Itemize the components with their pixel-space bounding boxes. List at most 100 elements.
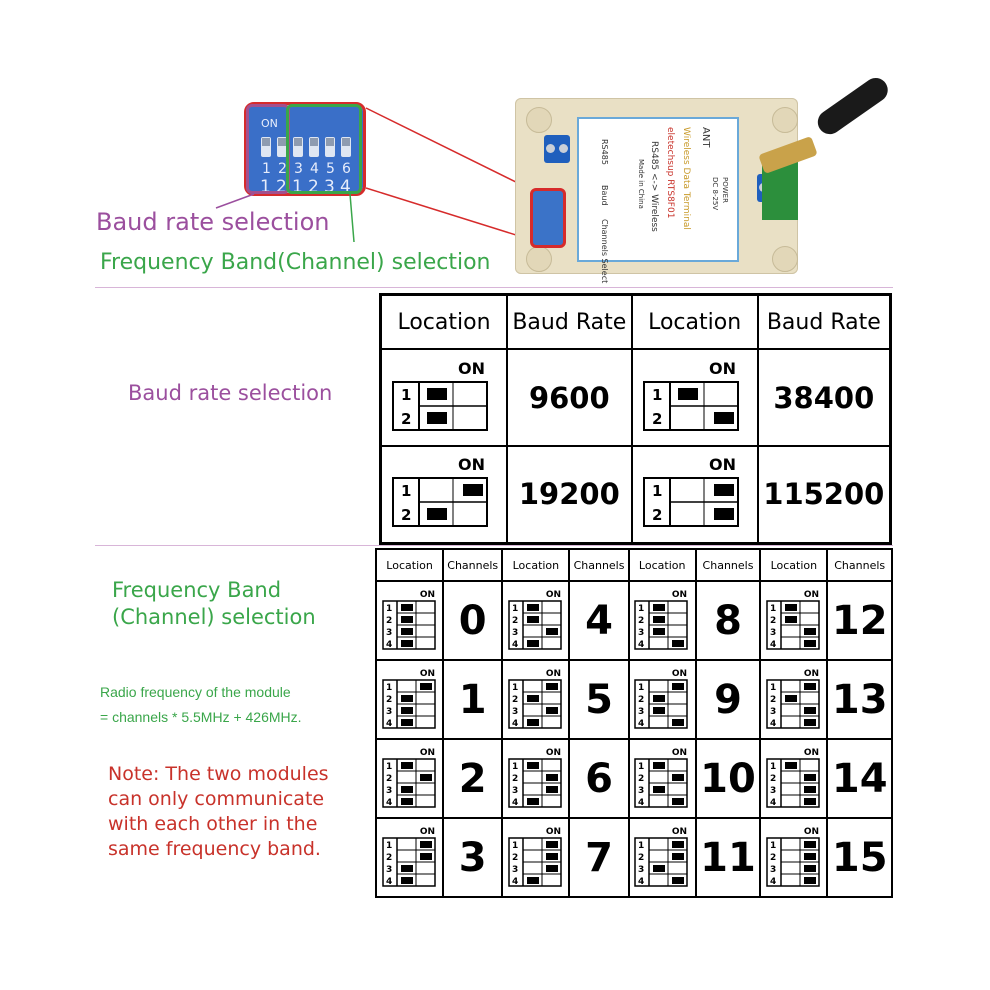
dip-row-number: 4: [638, 877, 644, 887]
dip-red-highlight: [244, 102, 366, 196]
dip-switch-position: [400, 603, 413, 611]
dip-switch-position: [653, 603, 666, 611]
callout-baud-label: Baud rate selection: [96, 208, 330, 236]
dip-switch-position: [653, 706, 666, 714]
dip-row-number: 4: [638, 798, 644, 808]
channel-number: 0: [442, 580, 504, 661]
dip-row-number: 3: [386, 707, 392, 717]
baud-rate-value: 19200: [506, 445, 633, 544]
dip-row-number: 3: [386, 865, 392, 875]
dip-switch-position: [419, 682, 432, 690]
dip-row-number: 4: [638, 719, 644, 729]
channel-number: 5: [568, 659, 630, 740]
dip-row-number: 2: [638, 616, 644, 626]
mount-hole: [772, 107, 798, 133]
dip-row-number: 3: [512, 865, 518, 875]
dip-switch-position: [803, 682, 816, 690]
dip-row-number: 3: [386, 628, 392, 638]
dip-row-number: 2: [386, 616, 392, 626]
dip-row-number: 2: [386, 853, 392, 863]
dip-switch-position: [672, 876, 685, 884]
dip-row-number: 4: [770, 640, 776, 650]
note-line1: Note: The two modules: [108, 763, 329, 785]
dip-row-number: 2: [512, 695, 518, 705]
dip-switch-position: [713, 508, 734, 521]
mount-hole: [526, 246, 552, 272]
dip-switch-position: [419, 773, 432, 781]
dip-row-number: 1: [512, 762, 518, 772]
dip-on-label: ON: [261, 117, 278, 130]
header-location: Location: [379, 293, 508, 350]
dip-switch-position: [526, 718, 539, 726]
channel-number: 9: [694, 659, 762, 740]
dip-row-number: 3: [770, 628, 776, 638]
dip-switch-position: [526, 603, 539, 611]
dip-switch-position: [400, 718, 413, 726]
dip-row-number: 1: [512, 604, 518, 614]
on-label: ON: [672, 827, 687, 837]
dip-row-number: 2: [386, 695, 392, 705]
channel-number: 7: [568, 817, 630, 898]
dip-switch-number: 3: [294, 161, 303, 177]
on-label: ON: [804, 827, 819, 837]
dip-switch-position: [400, 785, 413, 793]
dip-switch-position: [784, 603, 797, 611]
dip-position-number: 4: [340, 177, 352, 197]
on-label: ON: [458, 359, 485, 378]
panel-power: POWER: [721, 177, 729, 203]
dip-position-number: 2: [308, 177, 320, 197]
dip-row-number: 4: [512, 798, 518, 808]
dip-row-number: 3: [512, 707, 518, 717]
dip-row-number: 3: [638, 865, 644, 875]
dip-row-number: 2: [386, 774, 392, 784]
on-label: ON: [546, 669, 561, 679]
on-label: ON: [804, 669, 819, 679]
dip-row-number: 2: [770, 695, 776, 705]
formula-line2: = channels * 5.5MHz + 426MHz.: [100, 709, 302, 725]
on-label: ON: [419, 748, 434, 758]
channel-number: 2: [442, 738, 504, 819]
baud-rate-value: 9600: [506, 348, 633, 447]
dip-row-number: 1: [770, 683, 776, 693]
dip-row-number: 4: [770, 719, 776, 729]
dip-switch-position: [419, 852, 432, 860]
dip-row-number: 1: [512, 683, 518, 693]
dip-switch-lever: [293, 137, 303, 157]
dip-row-number: 1: [386, 762, 392, 772]
on-label: ON: [458, 455, 485, 474]
dip-row-number: 3: [512, 786, 518, 796]
channel-number: 11: [694, 817, 762, 898]
dip-row-number: 1: [638, 683, 644, 693]
on-label: ON: [419, 590, 434, 600]
dip-row-number: 1: [386, 604, 392, 614]
channel-dip-highlight: [286, 104, 362, 194]
dip-row-number: 3: [638, 786, 644, 796]
dip-row-number: 1: [770, 604, 776, 614]
callout-frequency-label: Frequency Band(Channel) selection: [100, 250, 491, 275]
header-location: Location: [759, 548, 829, 582]
dip-switch-position: [672, 718, 685, 726]
panel-power-spec: DC 8-25V: [711, 177, 719, 211]
on-label: ON: [546, 827, 561, 837]
panel-ant: ANT: [700, 127, 711, 148]
dip-position-number: 1: [260, 177, 272, 197]
dip-switch-position: [803, 773, 816, 781]
on-label: ON: [804, 748, 819, 758]
dip-switch-position: [784, 694, 797, 702]
channel-number: 15: [826, 817, 893, 898]
dip-switch-position: [713, 411, 734, 424]
dip-switch-position: [400, 639, 413, 647]
dip-switch-position: [400, 761, 413, 769]
